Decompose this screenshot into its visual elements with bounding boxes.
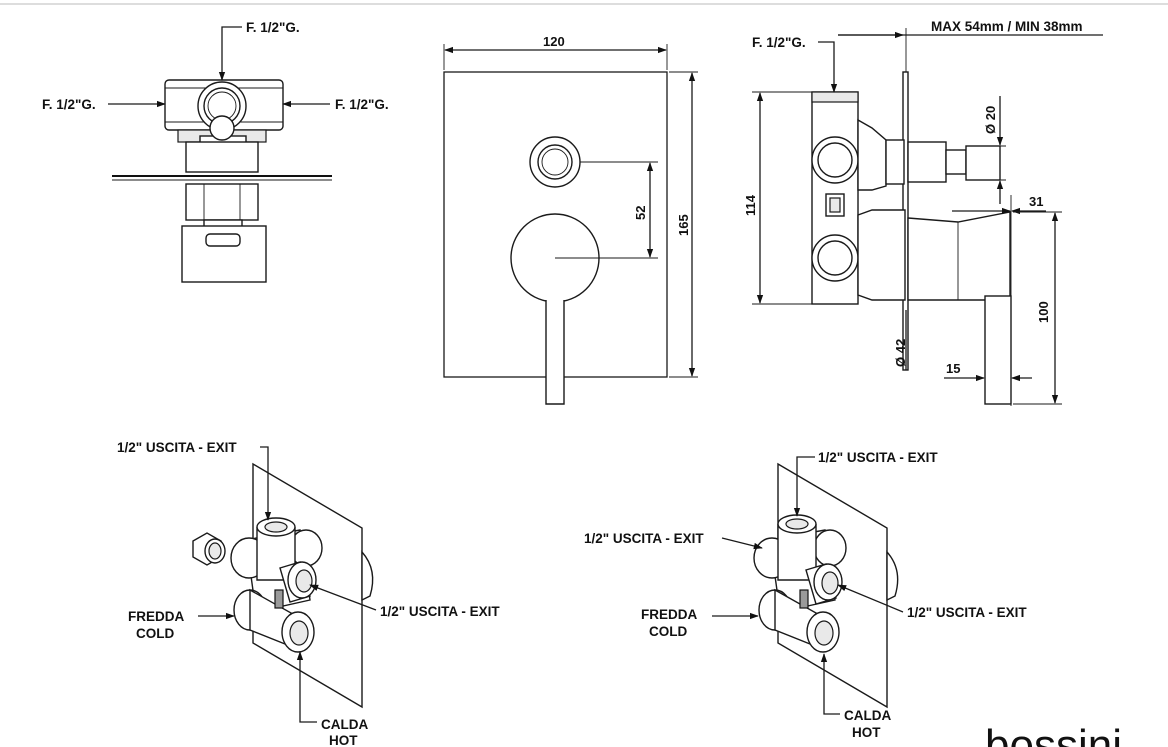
label-left-cold-1: FREDDA [128, 609, 184, 624]
label-right-exit-left: 1/2" USCITA - EXIT [584, 531, 704, 546]
dim-handle-diameter: Ø 42 [893, 339, 908, 367]
label-inlet-top: F. 1/2"G. [246, 20, 300, 35]
top-view: F. 1/2"G. F. 1/2"G. F. 1/2"G. [42, 20, 389, 283]
label-right-cold-1: FREDDA [641, 607, 697, 622]
label-left-hot-2: HOT [329, 733, 358, 747]
dim-lever-offset: 52 [633, 206, 648, 220]
label-right-exit-top: 1/2" USCITA - EXIT [818, 450, 938, 465]
brand-logo: bossini [985, 721, 1122, 747]
front-view: 120 165 52 [443, 34, 698, 405]
label-right-exit-side: 1/2" USCITA - EXIT [907, 605, 1027, 620]
label-left-exit-side: 1/2" USCITA - EXIT [380, 604, 500, 619]
label-inlet-left: F. 1/2"G. [42, 97, 96, 112]
label-wall-range: MAX 54mm / MIN 38mm [931, 19, 1083, 34]
label-right-cold-2: COLD [649, 624, 687, 639]
label-right-hot-2: HOT [852, 725, 881, 740]
label-right-hot-1: CALDA [844, 708, 891, 723]
label-inlet-right: F. 1/2"G. [335, 97, 389, 112]
iso-right-view: 1/2" USCITA - EXIT 1/2" USCITA - EXIT 1/… [584, 450, 1027, 740]
dim-projection: 31 [1029, 194, 1043, 209]
dim-button-diameter: Ø 20 [983, 106, 998, 134]
label-left-exit-top: 1/2" USCITA - EXIT [117, 440, 237, 455]
dim-handle-offset: 15 [946, 361, 960, 376]
dim-body-height: 114 [743, 194, 758, 216]
label-left-cold-2: COLD [136, 626, 174, 641]
iso-left-view: 1/2" USCITA - EXIT 1/2" USCITA - EXIT FR… [117, 440, 500, 747]
dim-height: 165 [676, 214, 691, 236]
side-view: F. 1/2"G. MAX 54mm / MIN 38mm 114 Ø 20 Ø… [743, 19, 1103, 406]
label-left-hot-1: CALDA [321, 717, 368, 732]
label-side-inlet: F. 1/2"G. [752, 35, 806, 50]
dim-width: 120 [543, 34, 565, 49]
dim-handle-length: 100 [1036, 301, 1051, 323]
